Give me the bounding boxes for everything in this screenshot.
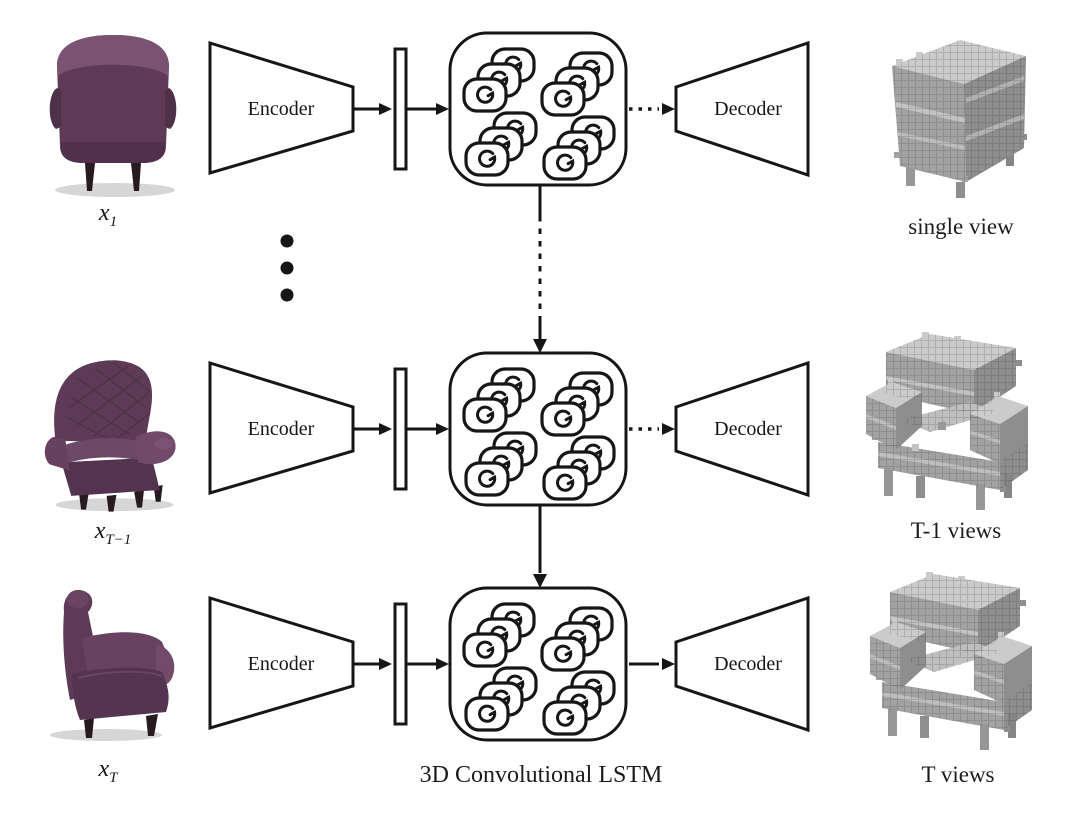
voxel-reconstruction-t-views	[870, 572, 1032, 750]
input-image-chair-side-view	[50, 590, 175, 741]
decoder-label: Decoder	[714, 98, 782, 120]
voxel-reconstruction-t-minus-1-views	[866, 332, 1028, 510]
pipeline-row-2: Encoder Decoder	[208, 351, 810, 507]
input-label-xT-1: xT−1	[43, 518, 183, 548]
arrowhead-icon	[379, 103, 392, 115]
arrowhead-icon	[662, 658, 675, 670]
pipeline-row-1: Encoder Decoder	[208, 31, 810, 187]
arrowhead-icon	[662, 423, 675, 435]
arrowhead-icon	[436, 103, 449, 115]
encoder-shape	[208, 360, 355, 496]
vertical-ellipsis-dots-icon	[280, 234, 294, 302]
decoder-label: Decoder	[714, 653, 782, 675]
output-caption-t-views: T views	[921, 762, 995, 787]
feature-vector-bar	[393, 602, 408, 726]
input-label-x1: x1	[38, 200, 178, 230]
decoder-shape	[674, 595, 810, 733]
math-subscript: 1	[109, 213, 118, 230]
math-base: x	[98, 200, 110, 226]
encoder-label: Encoder	[248, 98, 315, 120]
arrowhead-icon	[379, 658, 392, 670]
math-base: x	[98, 756, 110, 782]
arrowhead-icon	[436, 658, 449, 670]
decoder-shape	[674, 360, 810, 498]
encoder-shape	[208, 595, 355, 731]
input-image-chair-three-quarter-view	[44, 360, 176, 512]
arrowhead-icon	[662, 103, 675, 115]
feature-vector-bar	[393, 367, 408, 491]
input-image-chair-back-view	[49, 35, 177, 197]
arrowhead-icon	[379, 423, 392, 435]
arrowhead-icon	[436, 423, 449, 435]
decoder-label: Decoder	[714, 418, 782, 440]
decoder-shape	[674, 40, 810, 178]
pipeline-row-3: Encoder Decoder	[208, 586, 810, 742]
voxel-reconstruction-single-view	[892, 40, 1027, 198]
input-label-xT: xT	[38, 756, 178, 786]
math-subscript: T−1	[105, 531, 132, 548]
math-base: x	[94, 518, 106, 544]
output-caption-single-view: single view	[908, 214, 1014, 239]
feature-vector-bar	[393, 47, 408, 171]
figure-caption-3d-conv-lstm: 3D Convolutional LSTM	[419, 762, 663, 788]
output-caption-t-minus-1-views: T-1 views	[910, 518, 1002, 543]
encoder-shape	[208, 40, 355, 176]
encoder-label: Encoder	[248, 418, 315, 440]
encoder-label: Encoder	[248, 653, 315, 675]
math-subscript: T	[109, 769, 118, 786]
tufted-back-texture	[67, 362, 151, 442]
